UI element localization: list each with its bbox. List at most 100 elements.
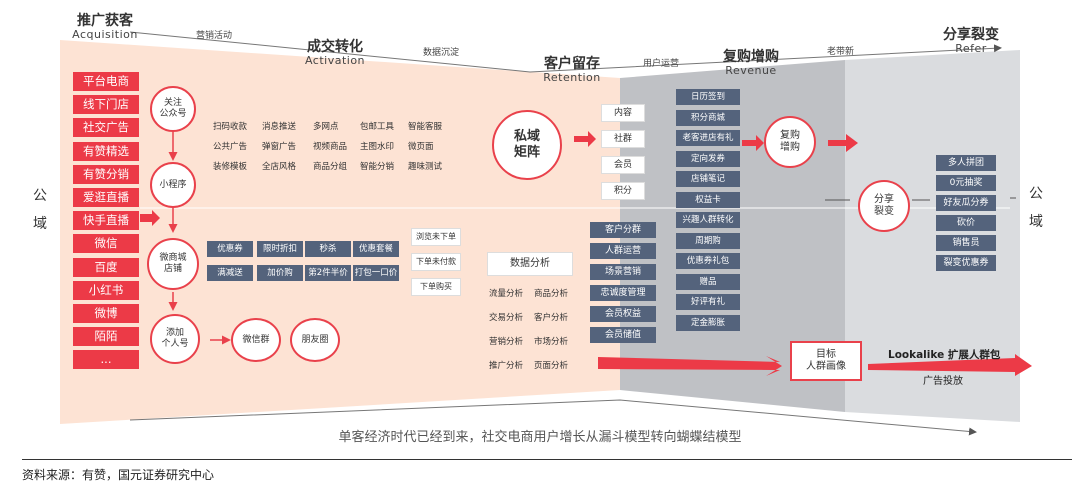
- customer-op: 场景营销: [590, 264, 656, 280]
- retention-channel: 社群: [601, 130, 645, 148]
- stage-en: Retention: [543, 70, 601, 84]
- revenue-tool: 定向发券: [676, 150, 740, 167]
- channel-item: 百度: [73, 257, 139, 277]
- tool-item: 智能分销: [360, 162, 395, 172]
- refer-tool: 裂变优惠券: [936, 255, 996, 271]
- bottom-stage-arrow: [129, 399, 977, 436]
- retention-channel: 积分: [601, 182, 645, 200]
- promo-tool: 打包一口价: [353, 265, 399, 281]
- promo-tool: 优惠券: [207, 241, 253, 257]
- tool-item: 智能客服: [408, 122, 443, 132]
- analysis-item: 流量分析: [489, 289, 524, 299]
- promo-tool: 秒杀: [305, 241, 351, 257]
- stage-acquisition: 推广获客 Acquisition: [60, 14, 150, 40]
- divider: [22, 459, 1072, 460]
- arrow-private-domain: [574, 131, 596, 147]
- channel-item: 平台电商: [73, 72, 139, 91]
- circle-follow-account: 关注公众号: [150, 86, 196, 132]
- revenue-tool: 权益卡: [676, 191, 740, 208]
- tool-item: 装修模板: [213, 162, 248, 172]
- customer-op: 会员储值: [590, 327, 656, 343]
- data-analysis-box: 数据分析: [487, 252, 573, 276]
- revenue-tool: 店铺笔记: [676, 171, 740, 187]
- customer-op: 忠诚度管理: [590, 285, 656, 301]
- tool-item: 弹窗广告: [262, 142, 297, 152]
- stage-zh: 客户留存: [544, 56, 600, 72]
- arrow-to-activation: [140, 210, 160, 226]
- stage-en: Refer: [955, 41, 987, 55]
- retention-channel: 会员: [601, 156, 645, 174]
- analysis-item: 营销分析: [489, 337, 524, 347]
- analysis-item: 商品分析: [534, 289, 569, 299]
- tool-item: 商品分组: [313, 162, 348, 172]
- tool-item: 全店风格: [262, 162, 297, 172]
- customer-op: 会员权益: [590, 306, 656, 322]
- analysis-item: 交易分析: [489, 313, 524, 323]
- channel-item: 小红书: [73, 280, 139, 300]
- lookalike-label: Lookalike 扩展人群包: [888, 349, 1001, 361]
- stage-en: Acquisition: [72, 27, 138, 41]
- circle-private-domain: 私域矩阵: [492, 110, 562, 180]
- side-char: 域: [1029, 214, 1043, 230]
- arrow-to-lookalike: [868, 354, 1032, 376]
- arrow-to-refer: [828, 134, 858, 152]
- promo-tool: 满减送: [207, 265, 253, 281]
- tool-item: 视频商品: [313, 142, 348, 152]
- stage-zh: 成交转化: [307, 39, 363, 55]
- arrow-repurchase: [742, 135, 764, 151]
- customer-op: 人群运营: [590, 243, 656, 259]
- order-status: 下单购买: [411, 278, 461, 296]
- channel-item: 社交广告: [73, 118, 139, 138]
- stage-zh: 分享裂变: [943, 27, 999, 43]
- side-right: 公 域: [1028, 180, 1044, 236]
- revenue-tool: 老客进店有礼: [676, 130, 740, 146]
- flow-label: 用户运营: [643, 59, 680, 69]
- channel-item: 快手直播: [73, 211, 139, 231]
- stage-activation: 成交转化 Activation: [290, 40, 380, 66]
- channel-item: 微博: [73, 304, 139, 323]
- analysis-item: 客户分析: [534, 313, 569, 323]
- tool-item: 公共广告: [213, 142, 248, 152]
- tool-item: 主图水印: [360, 142, 395, 152]
- stage-zh: 复购增购: [723, 49, 779, 65]
- bottom-caption: 单客经济时代已经到来，社交电商用户增长从漏斗模型转向蝴蝶结模型: [338, 430, 742, 445]
- retention-channel: 内容: [601, 104, 645, 122]
- target-persona-box: 目标人群画像: [790, 341, 862, 381]
- circle-wechat-store: 微商城店铺: [147, 238, 199, 290]
- flow-label: 营销活动: [196, 31, 233, 41]
- revenue-tool: 周期购: [676, 232, 740, 249]
- side-left: 公 域: [32, 182, 48, 238]
- circle-repurchase: 复购增购: [764, 116, 816, 168]
- side-char: 公: [33, 188, 47, 204]
- promo-tool: 限时折扣: [257, 241, 303, 257]
- left-funnel: [60, 40, 620, 424]
- analysis-item: 市场分析: [534, 337, 569, 347]
- stage-zh: 推广获客: [77, 13, 133, 29]
- channel-item: 微信: [73, 234, 139, 254]
- tool-item: 微页面: [408, 142, 434, 152]
- stage-en: Activation: [304, 53, 366, 67]
- order-status: 浏览未下单: [411, 228, 461, 246]
- circle-moments: 朋友圈: [290, 318, 340, 362]
- tool-item: 包邮工具: [360, 122, 395, 132]
- channel-item: 有赞精选: [73, 141, 139, 161]
- customer-op: 客户分群: [590, 222, 656, 238]
- channel-item: ...: [73, 350, 139, 370]
- promo-tool: 第2件半价: [305, 265, 351, 281]
- arrow-to-revenue: [598, 356, 782, 376]
- top-stage-arrow: [129, 31, 1002, 73]
- revenue-tool: 兴趣人群转化: [676, 212, 740, 228]
- flow-label: 老带新: [827, 47, 855, 57]
- stage-revenue: 复购增购 Revenue: [706, 50, 796, 76]
- flow-label: 数据沉淀: [423, 48, 460, 58]
- source-note: 资料来源：有赞，国元证券研究中心: [22, 468, 215, 482]
- promo-tool: 优惠套餐: [353, 241, 399, 257]
- ads-label: 广告投放: [923, 376, 963, 387]
- refer-tool: 销售员: [936, 235, 996, 251]
- right-funnel: [845, 50, 1020, 422]
- revenue-tool: 定金膨胀: [676, 314, 740, 331]
- order-status: 下单未付款: [411, 253, 461, 271]
- refer-tool: 多人拼团: [936, 155, 996, 171]
- analysis-item: 推广分析: [489, 361, 524, 371]
